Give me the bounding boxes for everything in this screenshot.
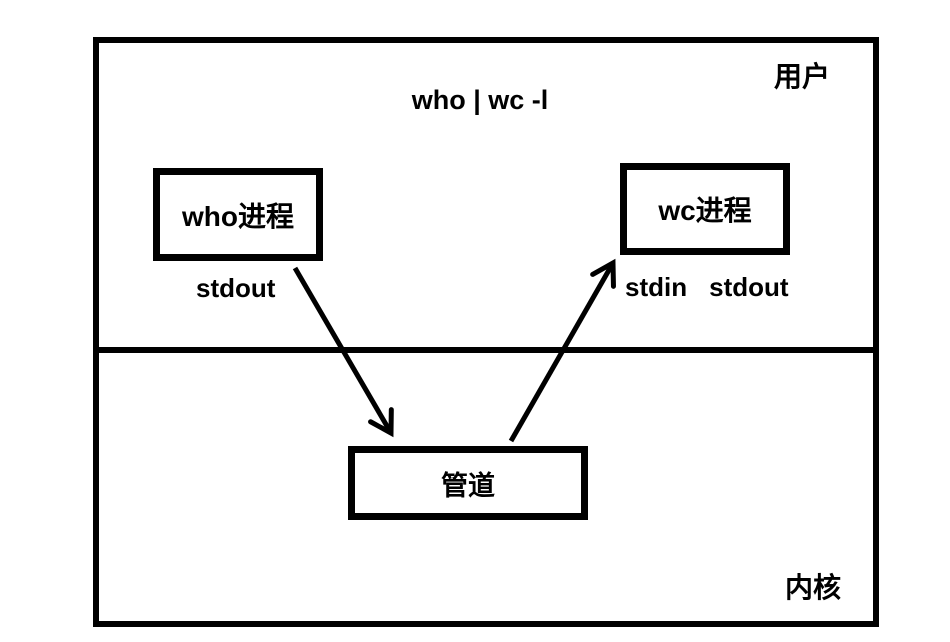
wc-process-label: wc进程 (658, 195, 752, 226)
user-kernel-divider-line (93, 347, 879, 353)
system-boundary-box (93, 37, 879, 627)
who-stdout-label: stdout (196, 273, 276, 303)
who-process-label: who进程 (182, 200, 294, 232)
kernel-space-label: 内核 (785, 572, 842, 603)
user-space-label: 用户 (774, 61, 831, 92)
wc-process-box: wc进程 (620, 163, 790, 255)
pipe-label: 管道 (441, 470, 495, 501)
wc-io-labels: stdin stdout (625, 272, 789, 303)
command-label: who | wc -l (411, 85, 549, 115)
who-process-box: who进程 (153, 168, 323, 261)
pipe-box: 管道 (348, 446, 588, 520)
wc-stdin-label: stdin (625, 272, 688, 302)
wc-stdout-label: stdout (709, 272, 789, 302)
